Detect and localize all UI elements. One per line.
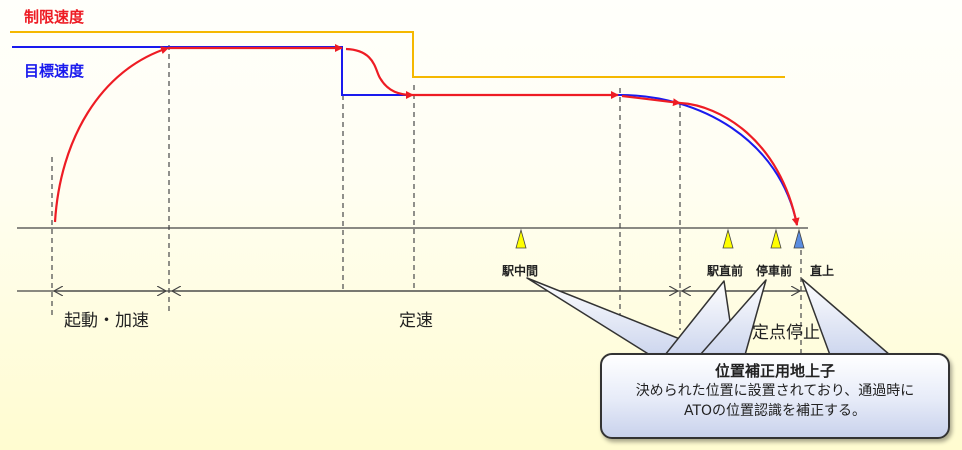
callout-pointers bbox=[526, 277, 891, 356]
phase-divider-lines bbox=[51, 45, 802, 360]
callout-description-line-1: 決められた位置に設置されており、通過時に bbox=[635, 383, 915, 399]
callout-title: 位置補正用地上子 bbox=[714, 362, 835, 380]
actual-speed-curve bbox=[53, 44, 800, 226]
phase-label-fixed-point-stop: 定点停止 bbox=[752, 323, 820, 343]
beacon-icon-before-station bbox=[722, 228, 734, 249]
beacon-label-before-station: 駅直前 bbox=[707, 264, 744, 278]
beacon-label-stop-point: 直上 bbox=[810, 264, 835, 278]
speed-limit-line bbox=[10, 31, 785, 78]
legend-target-speed: 目標速度 bbox=[24, 62, 85, 80]
callout-description-line-2: ATOの位置認識を補正する。 bbox=[683, 403, 867, 419]
beacon-label-before-stop: 停車前 bbox=[756, 264, 793, 278]
beacon-markers bbox=[515, 228, 805, 249]
target-speed-line bbox=[12, 46, 798, 226]
beacon-icon-station-middle bbox=[515, 228, 527, 249]
legend-speed-limit: 制限速度 bbox=[24, 8, 85, 26]
beacon-label-station-middle: 駅中間 bbox=[502, 264, 539, 278]
beacon-icon-stop-point bbox=[793, 228, 805, 249]
beacon-icon-before-stop bbox=[770, 228, 782, 249]
phase-label-constant-speed: 定速 bbox=[399, 311, 433, 331]
phase-label-start-acceleration: 起動・加速 bbox=[64, 311, 149, 331]
beacon-callout-box: 位置補正用地上子 決められた位置に設置されており、通過時に ATOの位置認識を補… bbox=[600, 353, 950, 439]
